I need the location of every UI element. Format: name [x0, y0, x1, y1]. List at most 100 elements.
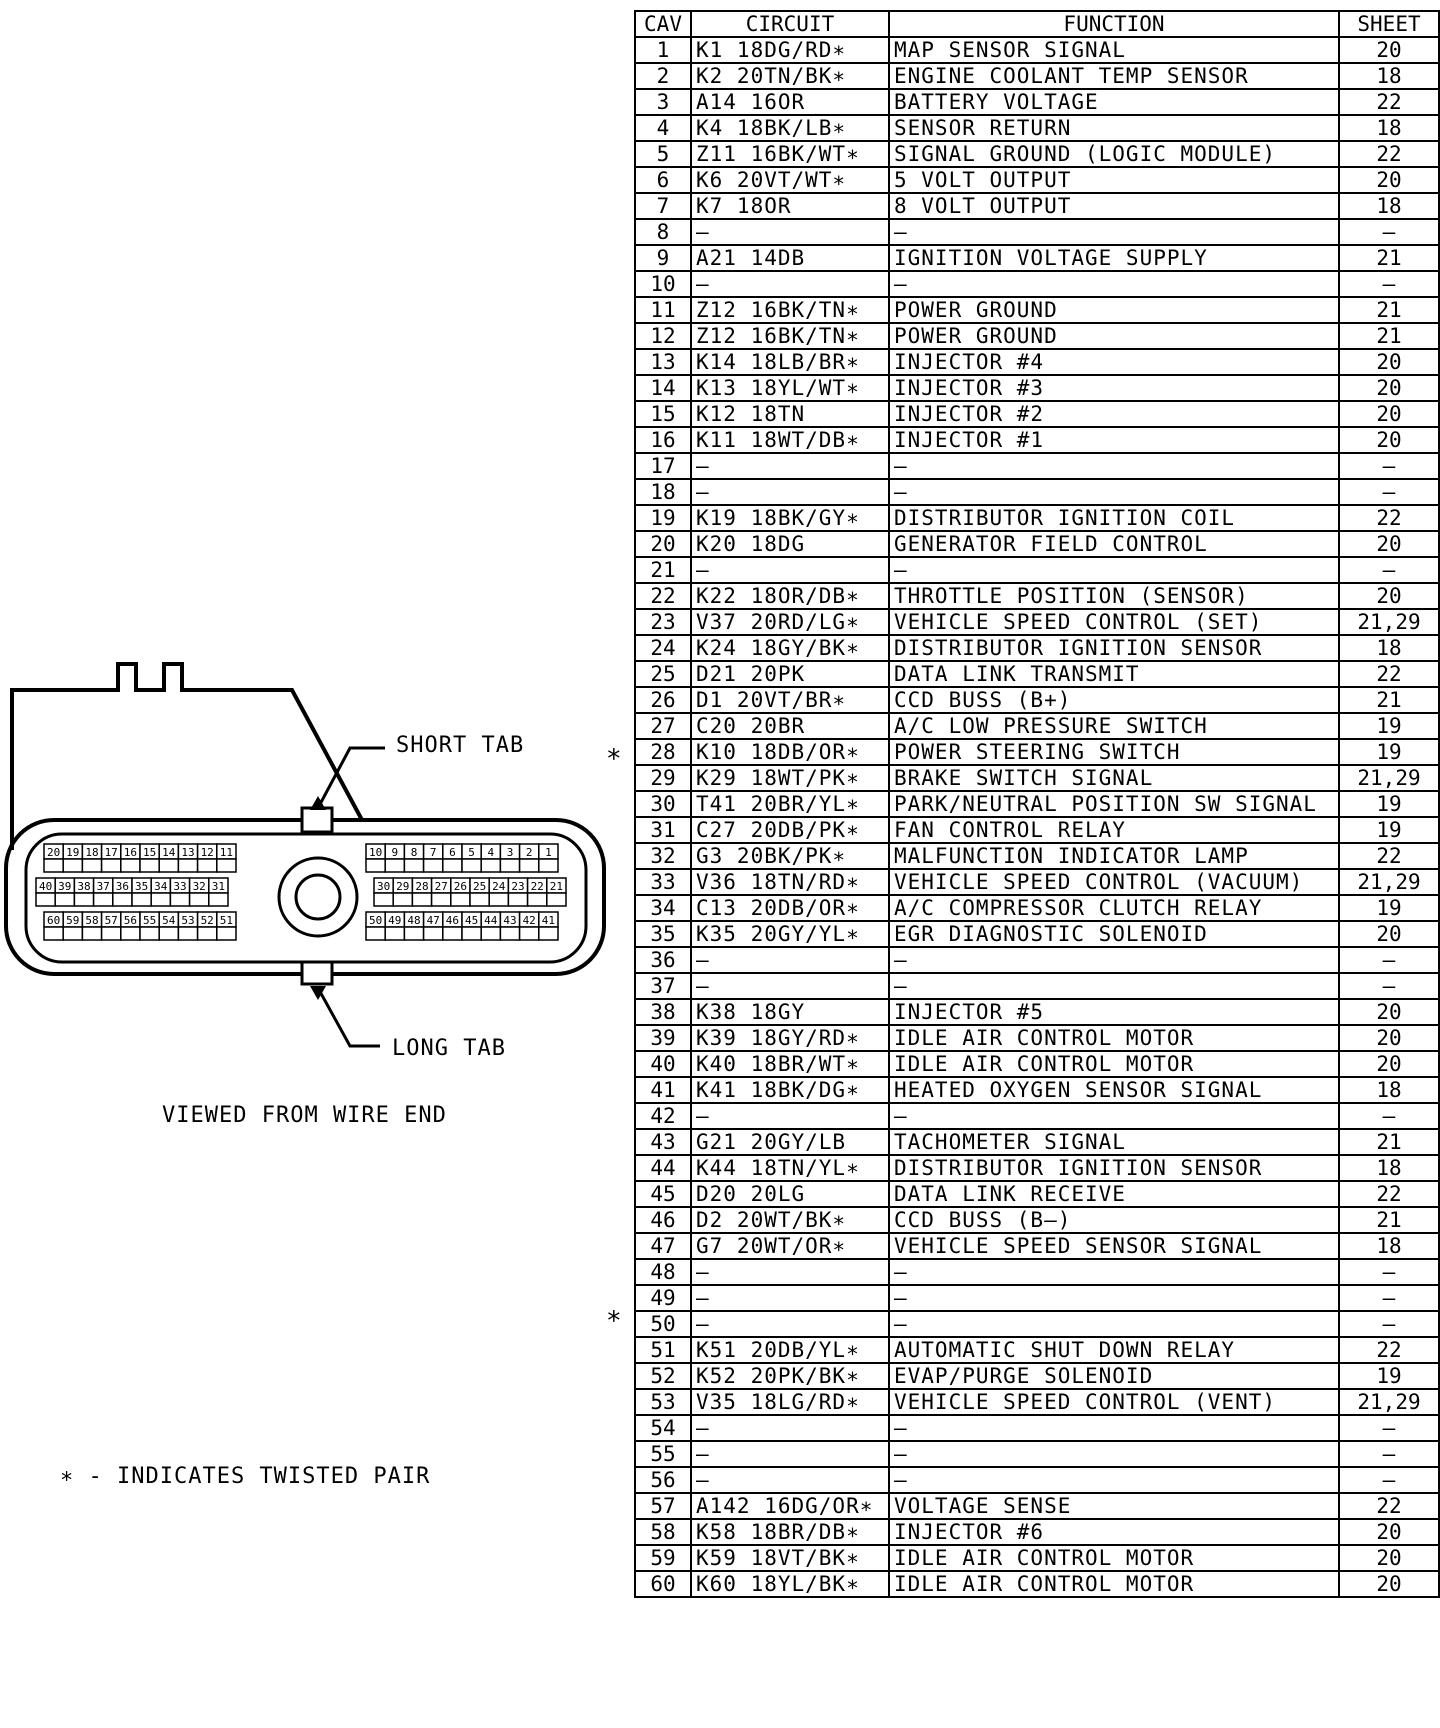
function-cell: INJECTOR #1: [888, 426, 1340, 454]
function-cell: MAP SENSOR SIGNAL: [888, 36, 1340, 64]
circuit-cell: T41 20BR/YL∗: [690, 790, 890, 818]
sheet-cell: 19: [1338, 712, 1440, 740]
pin-number: 46: [446, 914, 459, 927]
pin-number: 32: [193, 880, 206, 893]
circuit-cell: —: [690, 452, 890, 480]
circuit-cell: C27 20DB/PK∗: [690, 816, 890, 844]
twisted-pair-marker-26: ∗: [606, 739, 622, 769]
pin-number: 17: [105, 846, 118, 859]
circuit-cell: D20 20LG: [690, 1180, 890, 1208]
circuit-cell: K13 18YL/WT∗: [690, 374, 890, 402]
pin-cavity: [461, 858, 482, 873]
pin-number: 38: [77, 880, 90, 893]
table-row: 18———: [634, 478, 1440, 506]
cav-cell: 5: [634, 140, 692, 168]
sheet-cell: —: [1338, 1414, 1440, 1442]
pin-cavity: [430, 892, 452, 907]
pin-cavity: [139, 858, 160, 873]
cav-cell: 8: [634, 218, 692, 246]
table-row: 17———: [634, 452, 1440, 480]
function-cell: EGR DIAGNOSTIC SOLENOID: [888, 920, 1340, 948]
circuit-cell: K51 20DB/YL∗: [690, 1336, 890, 1364]
circuit-cell: D2 20WT/BK∗: [690, 1206, 890, 1234]
sheet-cell: 21,29: [1338, 868, 1440, 896]
cav-cell: 7: [634, 192, 692, 220]
function-cell: VOLTAGE SENSE: [888, 1492, 1340, 1520]
function-cell: VEHICLE SPEED SENSOR SIGNAL: [888, 1232, 1340, 1260]
pin-number: 26: [454, 880, 467, 893]
function-cell: —: [888, 270, 1340, 298]
sheet-cell: —: [1338, 556, 1440, 584]
sheet-cell: 20: [1338, 348, 1440, 376]
long-tab-label: LONG TAB: [392, 1036, 506, 1061]
function-cell: BATTERY VOLTAGE: [888, 88, 1340, 116]
pin-number: 19: [66, 846, 79, 859]
function-cell: —: [888, 1310, 1340, 1338]
header-function: FUNCTION: [888, 10, 1340, 38]
pin-number: 34: [154, 880, 168, 893]
table-row: 21———: [634, 556, 1440, 584]
sheet-cell: 21: [1338, 296, 1440, 324]
pin-cavity: [480, 858, 502, 873]
function-cell: HEATED OXYGEN SENSOR SIGNAL: [888, 1076, 1340, 1104]
circuit-cell: K58 18BR/DB∗: [690, 1518, 890, 1546]
circuit-cell: K6 20VT/WT∗: [690, 166, 890, 194]
function-cell: A/C COMPRESSOR CLUTCH RELAY: [888, 894, 1340, 922]
sheet-cell: —: [1338, 452, 1440, 480]
function-cell: VEHICLE SPEED CONTROL (VENT): [888, 1388, 1340, 1416]
circuit-cell: —: [690, 1414, 890, 1442]
function-cell: —: [888, 556, 1340, 584]
function-cell: —: [888, 478, 1340, 506]
sheet-cell: 22: [1338, 88, 1440, 116]
connector-outline: [4, 662, 606, 1048]
pin-number: 3: [507, 846, 514, 859]
function-cell: POWER GROUND: [888, 296, 1340, 324]
pin-cavity: [384, 926, 406, 941]
cav-cell: 22: [634, 582, 692, 610]
sheet-cell: 20: [1338, 400, 1440, 428]
function-cell: MALFUNCTION INDICATOR LAMP: [888, 842, 1340, 870]
pin-number: 49: [388, 914, 401, 927]
cav-cell: 55: [634, 1440, 692, 1468]
circuit-cell: K22 18OR/DB∗: [690, 582, 890, 610]
function-cell: INJECTOR #4: [888, 348, 1340, 376]
pin-cavity: [131, 892, 152, 907]
circuit-cell: —: [690, 270, 890, 298]
circuit-cell: —: [690, 478, 890, 506]
function-cell: POWER STEERING SWITCH: [888, 738, 1340, 766]
function-cell: SENSOR RETURN: [888, 114, 1340, 142]
function-cell: DISTRIBUTOR IGNITION SENSOR: [888, 634, 1340, 662]
function-cell: —: [888, 218, 1340, 246]
circuit-cell: —: [690, 972, 890, 1000]
cav-cell: 9: [634, 244, 692, 272]
pin-cavity: [373, 892, 394, 907]
function-cell: —: [888, 972, 1340, 1000]
sheet-cell: 22: [1338, 140, 1440, 168]
cav-cell: 31: [634, 816, 692, 844]
pin-number: 59: [66, 914, 79, 927]
function-cell: THROTTLE POSITION (SENSOR): [888, 582, 1340, 610]
circuit-cell: A142 16DG/OR∗: [690, 1492, 890, 1520]
sheet-cell: 18: [1338, 192, 1440, 220]
function-cell: IDLE AIR CONTROL MOTOR: [888, 1024, 1340, 1052]
sheet-cell: 18: [1338, 114, 1440, 142]
pin-cavity: [158, 926, 180, 941]
circuit-cell: K60 18YL/BK∗: [690, 1570, 890, 1598]
sheet-cell: —: [1338, 1440, 1440, 1468]
pin-cavity: [120, 858, 141, 873]
pin-cavity: [177, 926, 199, 941]
pin-cavity: [196, 858, 218, 873]
pin-cavity: [422, 926, 444, 941]
cav-cell: 23: [634, 608, 692, 636]
pin-number: 16: [124, 846, 137, 859]
sheet-cell: 21: [1338, 244, 1440, 272]
